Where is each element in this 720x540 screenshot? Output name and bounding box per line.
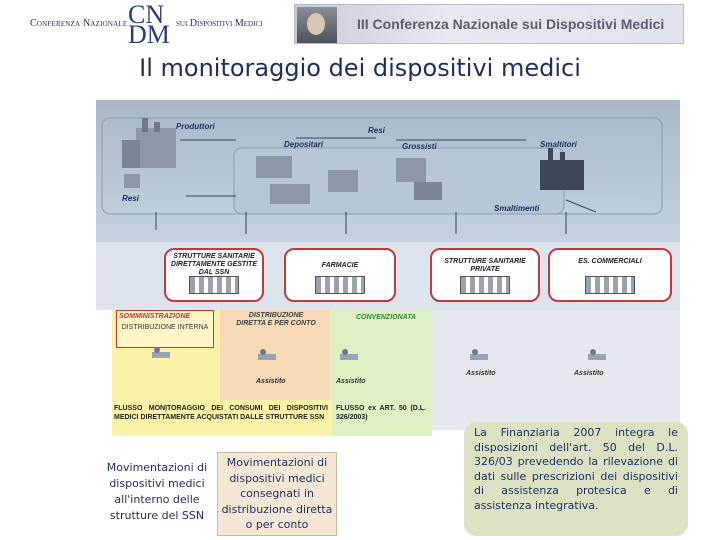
logo-mark-bottom: DM: [128, 20, 170, 49]
banner-text: III Conferenza Nazionale sui Dispositivi…: [357, 16, 665, 32]
label-produttori: Produttori: [176, 122, 215, 131]
structure-box-farmacie: FARMACIE: [284, 248, 396, 302]
label-depositari: Depositari: [284, 140, 324, 149]
convenzionata-label: CONVENZIONATA: [355, 314, 417, 321]
flow-arrows: [155, 137, 597, 234]
conference-banner: III Conferenza Nazionale sui Dispositivi…: [294, 4, 684, 44]
somministrazione-box: SOMMINISTRAZIONE DISTRIBUZIONE INTERNA: [116, 310, 214, 348]
column-private: [432, 310, 680, 430]
assistito-label: Assistito: [574, 370, 604, 377]
supply-chain-zone: Produttori Resi Depositari Grossisti Sma…: [96, 100, 680, 242]
structure-box-ssn: STRUTTURE SANITARIE DIRETTAMENTE GESTITE…: [164, 248, 264, 302]
flusso-art50-band: [332, 400, 432, 436]
building-icon: [189, 276, 239, 294]
distribuzione-diretta-label: DISTRIBUZIONE DIRETTA E PER CONTO: [236, 312, 316, 327]
grossisti-icon: [396, 158, 442, 200]
patient-icon: [588, 349, 606, 360]
flusso-monitoraggio-text: FLUSSO MONITORAGGIO DEI CONSUMI DEI DISP…: [114, 405, 328, 421]
label-smaltitori: Smaltitori: [540, 140, 577, 149]
finanziaria-note: La Finanziaria 2007 integra le disposizi…: [464, 422, 688, 536]
logo-mark: CN DM: [126, 0, 170, 49]
logo-right-text: sui Dispositivi Medici: [176, 18, 263, 29]
caption-left: Movimentazioni di dispositivi medici all…: [106, 461, 208, 522]
caption-right: Movimentazioni di dispositivi medici con…: [217, 452, 337, 536]
label-resi-left: Resi: [122, 194, 139, 203]
smaltitori-icon: [540, 148, 584, 190]
slide-title: Il monitoraggio dei dispositivi medici: [139, 54, 581, 82]
structure-box-commerciali: ES. COMMERCIALI: [548, 248, 672, 302]
supply-chain-graphic: [101, 117, 663, 234]
structure-box-private: STRUTTURE SANITARIE PRIVATE: [430, 248, 540, 302]
somministrazione-label: SOMMINISTRAZIONE: [119, 313, 191, 320]
patient-icon: [258, 349, 276, 360]
logo-mark-top: CN: [128, 0, 165, 29]
flusso-art50-text: FLUSSO ex ART. 50 (D.L. 326/2003): [336, 405, 426, 421]
patient-icon: [340, 349, 358, 360]
monitoring-diagram: Produttori Resi Depositari Grossisti Sma…: [96, 100, 680, 540]
logo-left-text: Conferenza Nazionale: [30, 18, 128, 29]
label-resi-top: Resi: [368, 126, 385, 135]
structure-label: FARMACIE: [321, 262, 359, 269]
patient-icon: [152, 347, 170, 358]
portrait-image: [297, 7, 337, 43]
building-icon: [315, 276, 365, 294]
factory-icon: [122, 118, 176, 168]
label-grossisti: Grossisti: [402, 142, 437, 151]
label-smaltimenti: Smaltimenti: [494, 204, 540, 213]
assistito-label: Assistito: [256, 378, 286, 385]
small-box-icon: [124, 174, 140, 188]
building-icon: [460, 276, 510, 294]
assistito-label: Assistito: [336, 378, 366, 385]
structures-zone: STRUTTURE SANITARIE DIRETTAMENTE GESTITE…: [96, 242, 680, 310]
finanziaria-note-text: La Finanziaria 2007 integra le disposizi…: [474, 426, 678, 512]
structure-label: STRUTTURE SANITARIE PRIVATE: [444, 258, 526, 273]
building-icon: [585, 276, 635, 294]
patient-icon: [470, 349, 488, 360]
assistito-label: Assistito: [466, 370, 496, 377]
cndm-logo: Conferenza Nazionale CN DM sui Dispositi…: [30, 0, 275, 49]
warehouse-icon: [256, 156, 358, 204]
structure-label: STRUTTURE SANITARIE DIRETTAMENTE GESTITE…: [170, 253, 258, 276]
distribuzione-interna-label: DISTRIBUZIONE INTERNA: [121, 324, 209, 331]
structure-label: ES. COMMERCIALI: [578, 258, 642, 265]
